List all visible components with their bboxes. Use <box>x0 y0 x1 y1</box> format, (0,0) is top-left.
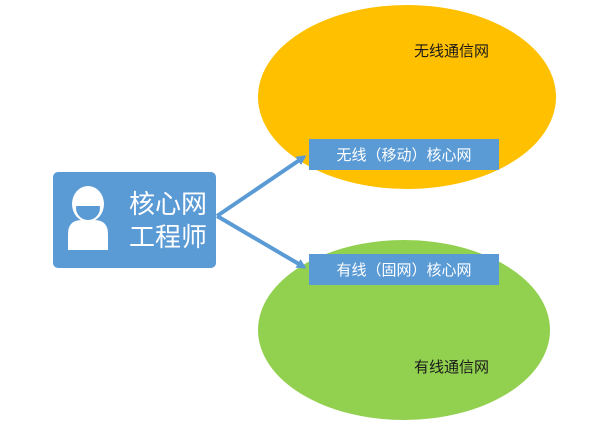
wireless-network-label: 无线通信网 <box>414 42 489 60</box>
wired-network-label: 有线通信网 <box>414 358 489 376</box>
person-icon <box>68 186 108 250</box>
wired-core-box <box>309 254 499 285</box>
engineer-box <box>53 172 216 268</box>
wireless-core-box <box>309 139 499 170</box>
arrow-to-wired-core <box>215 214 307 269</box>
engineer-title-line2: 工程师 <box>129 223 207 253</box>
engineer-title-line1: 核心网 <box>129 190 207 220</box>
wired-core-label: 有线（固网）核心网 <box>336 261 471 279</box>
arrow-to-wireless-core <box>215 155 307 218</box>
wireless-core-label: 无线（移动）核心网 <box>336 146 471 164</box>
